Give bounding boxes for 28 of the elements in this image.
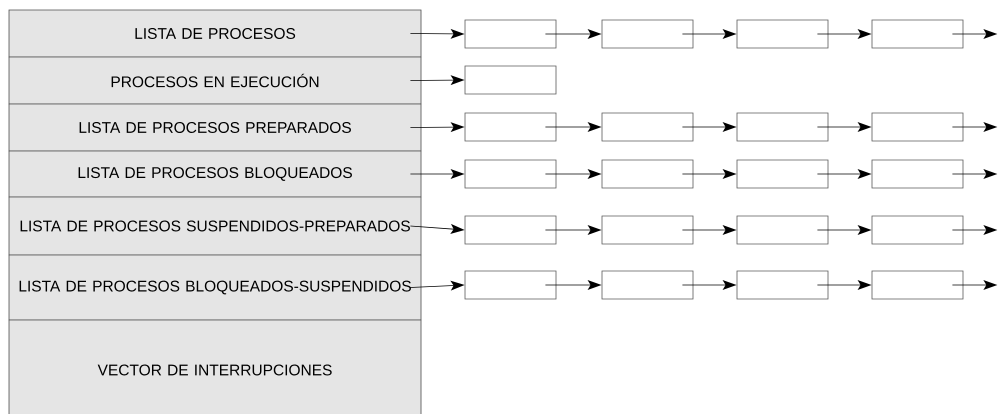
list-node-box	[872, 112, 964, 142]
table-row: LISTA DE PROCESOS BLOQUEADOS	[8, 150, 422, 198]
list-node-box	[736, 112, 828, 142]
list-node-box	[736, 216, 828, 244]
list-node-box	[602, 160, 694, 188]
list-node-box	[464, 160, 556, 188]
table-row: LISTA DE PROCESOS PREPARADOS	[8, 104, 422, 152]
list-node-box	[872, 270, 964, 300]
list-node-box	[464, 216, 556, 244]
list-node-box	[872, 160, 964, 188]
list-node-box	[872, 20, 964, 48]
list-node-box	[872, 216, 964, 244]
list-node-box	[602, 216, 694, 244]
table-row: LISTA DE PROCESOS BLOQUEADOS-SUSPENDIDOS	[8, 254, 422, 320]
list-node-box	[464, 20, 556, 48]
table-row: LISTA DE PROCESOS SUSPENDIDOS-PREPARADOS	[8, 196, 422, 256]
list-node-box	[602, 20, 694, 48]
table-row: PROCESOS EN EJECUCIÓN	[8, 56, 422, 104]
list-node-box	[464, 112, 556, 142]
list-node-box	[736, 20, 828, 48]
list-node-box	[736, 270, 828, 300]
list-node-box	[602, 112, 694, 142]
table-row: VECTOR DE INTERRUPCIONES	[8, 320, 422, 414]
list-node-box	[464, 66, 556, 94]
list-node-box	[602, 270, 694, 300]
list-node-box	[464, 270, 556, 300]
list-node-box	[736, 160, 828, 188]
table-row: LISTA DE PROCESOS	[8, 10, 422, 58]
